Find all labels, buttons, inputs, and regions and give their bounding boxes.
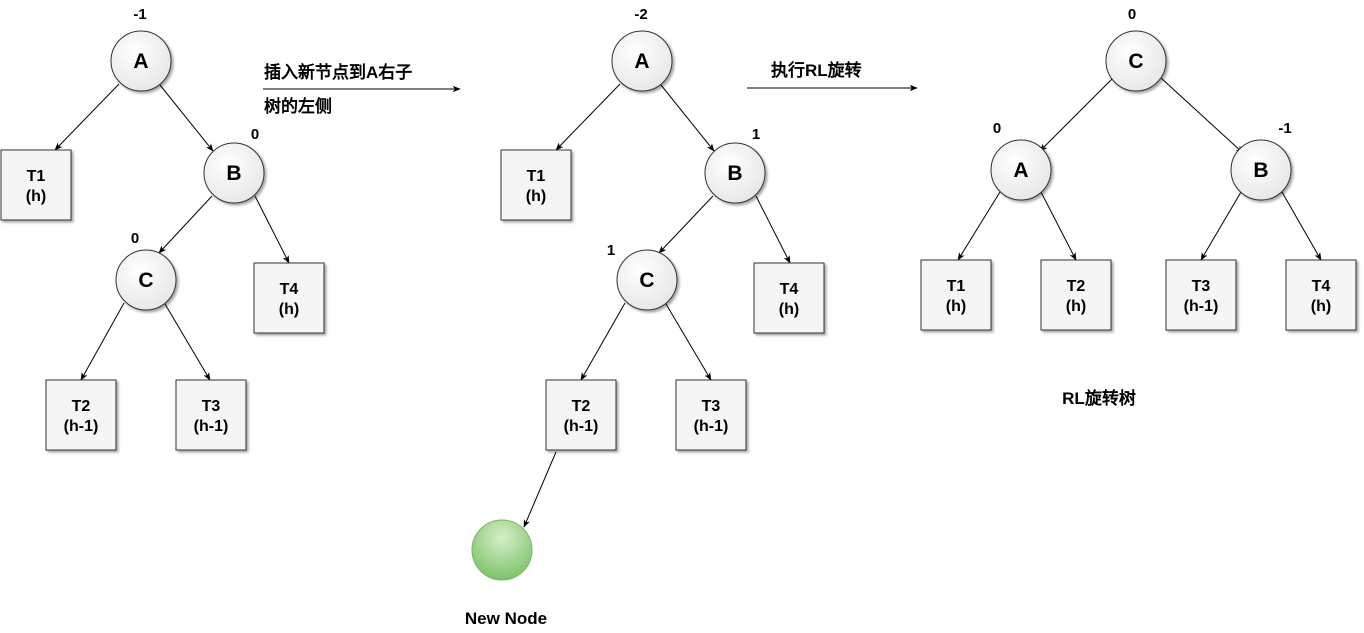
node-c: C bbox=[1105, 30, 1167, 92]
node-a: A bbox=[110, 30, 172, 92]
subtree-name: T3 bbox=[702, 398, 721, 415]
node-label: B bbox=[727, 162, 742, 185]
balance-factor-a: -2 bbox=[634, 6, 647, 23]
edge-a-b bbox=[660, 84, 715, 152]
subtree-t2: T2 (h-1) bbox=[45, 379, 117, 451]
subtree-name: T4 bbox=[780, 281, 799, 298]
node-b: B bbox=[704, 142, 766, 204]
rotate-transition: 执行RL旋转 bbox=[747, 60, 918, 92]
insert-transition: 插入新节点到A右子 树的左侧 bbox=[263, 62, 461, 116]
subtree-height: (h) bbox=[526, 188, 546, 205]
subtree-t3: T3 (h-1) bbox=[1165, 259, 1237, 331]
edge-b-t4 bbox=[755, 195, 791, 264]
subtree-name: T1 bbox=[27, 168, 46, 185]
node-label: C bbox=[138, 269, 153, 292]
balance-factor-b: 0 bbox=[251, 126, 259, 143]
subtree-t4: T4 (h) bbox=[1285, 259, 1357, 331]
node-label: B bbox=[1253, 159, 1268, 182]
edge-a-t2 bbox=[1040, 191, 1077, 261]
node-b: B bbox=[1230, 139, 1292, 201]
balance-factor-c: 0 bbox=[131, 230, 139, 247]
balance-factor-c: 0 bbox=[1128, 6, 1136, 23]
subtree-name: T1 bbox=[527, 168, 546, 185]
subtree-height: (h) bbox=[279, 301, 299, 318]
node-label: A bbox=[133, 50, 148, 73]
insert-caption-line-1: 插入新节点到A右子 bbox=[264, 62, 412, 82]
node-label: A bbox=[1013, 159, 1028, 182]
node-c: C bbox=[115, 249, 177, 311]
edge-c-t3 bbox=[164, 303, 211, 381]
balance-factor-a: -1 bbox=[133, 6, 146, 23]
edge-a-b bbox=[159, 84, 214, 152]
edge-c-t3 bbox=[665, 303, 712, 381]
edge-b-c bbox=[658, 195, 714, 254]
subtree-name: T4 bbox=[1312, 278, 1331, 295]
new-node bbox=[471, 519, 533, 581]
subtree-height: (h) bbox=[1311, 298, 1331, 315]
edge-t2-new-node bbox=[523, 451, 557, 528]
subtree-height: (h-1) bbox=[64, 418, 99, 435]
edge-c-a bbox=[1039, 78, 1113, 152]
subtree-height: (h-1) bbox=[564, 418, 599, 435]
subtree-name: T3 bbox=[1192, 278, 1211, 295]
subtree-height: (h) bbox=[946, 298, 966, 315]
subtree-height: (h-1) bbox=[694, 418, 729, 435]
edge-b-t3 bbox=[1200, 191, 1242, 261]
edge-c-b bbox=[1160, 77, 1244, 154]
subtree-t2: T2 (h) bbox=[1040, 259, 1112, 331]
edge-a-t1 bbox=[957, 191, 1001, 261]
subtree-name: T3 bbox=[202, 398, 221, 415]
node-b: B bbox=[203, 142, 265, 204]
node-label: B bbox=[226, 162, 241, 185]
subtree-t3: T3 (h-1) bbox=[175, 379, 247, 451]
subtree-t1: T1 (h) bbox=[920, 259, 992, 331]
subtree-name: T2 bbox=[1067, 278, 1086, 295]
subtree-height: (h) bbox=[26, 188, 46, 205]
subtree-name: T1 bbox=[947, 278, 966, 295]
node-label: A bbox=[634, 50, 649, 73]
balance-factor-b: -1 bbox=[1278, 120, 1291, 137]
subtree-height: (h-1) bbox=[1184, 298, 1219, 315]
balance-factor-c: 1 bbox=[607, 242, 615, 259]
subtree-height: (h-1) bbox=[194, 418, 229, 435]
edge-c-t2 bbox=[580, 302, 626, 381]
subtree-height: (h) bbox=[779, 301, 799, 318]
node-label: C bbox=[639, 269, 654, 292]
balance-factor-a: 0 bbox=[993, 120, 1001, 137]
subtree-name: T4 bbox=[280, 281, 299, 298]
subtree-t1: T1 (h) bbox=[0, 149, 72, 221]
node-c: C bbox=[616, 249, 678, 311]
result-caption: RL旋转树 bbox=[1062, 388, 1136, 408]
edge-c-t2 bbox=[80, 302, 125, 381]
tree-3-after-rl-rotation: C 0 A 0 B -1 T1 (h) T2 (h) T3 (h-1) bbox=[920, 6, 1357, 408]
edge-a-t1 bbox=[555, 83, 621, 151]
subtree-t4: T4 (h) bbox=[753, 262, 825, 334]
edge-b-c bbox=[158, 195, 213, 254]
node-a: A bbox=[611, 30, 673, 92]
balance-factor-b: 1 bbox=[752, 126, 760, 143]
edge-a-t1 bbox=[54, 83, 120, 151]
subtree-t2: T2 (h-1) bbox=[545, 379, 617, 451]
edge-b-t4 bbox=[1281, 191, 1322, 261]
subtree-height: (h) bbox=[1066, 298, 1086, 315]
rotate-caption: 执行RL旋转 bbox=[771, 60, 862, 80]
node-a: A bbox=[990, 139, 1052, 201]
node-label: C bbox=[1128, 50, 1143, 73]
subtree-name: T2 bbox=[72, 398, 91, 415]
subtree-t3: T3 (h-1) bbox=[675, 379, 747, 451]
subtree-t1: T1 (h) bbox=[500, 149, 572, 221]
insert-caption-line-2: 树的左侧 bbox=[264, 96, 332, 116]
subtree-name: T2 bbox=[572, 398, 591, 415]
subtree-t4: T4 (h) bbox=[253, 262, 325, 334]
new-node-label: New Node bbox=[465, 609, 547, 628]
tree-1-before-insertion: A -1 B 0 C 0 T1 (h) T4 (h) T2 (h-1) bbox=[0, 6, 325, 451]
edge-b-t4 bbox=[254, 195, 290, 264]
tree-2-after-insertion: A -2 B 1 C 1 T1 (h) T4 (h) T2 (h-1) bbox=[465, 6, 825, 628]
